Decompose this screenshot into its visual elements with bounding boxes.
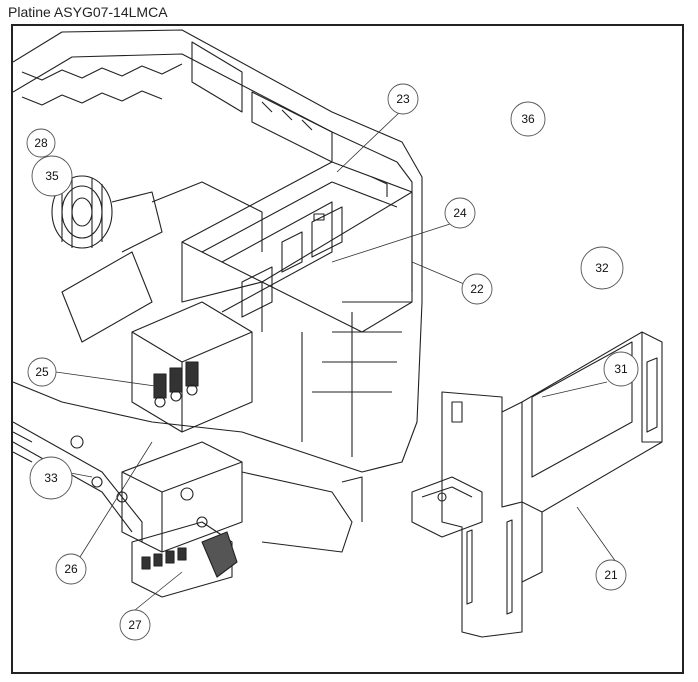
callout-27-label: 27 xyxy=(128,618,142,632)
callout-35 xyxy=(31,155,73,197)
callout-33-label: 33 xyxy=(44,471,58,485)
callout-23-label: 23 xyxy=(396,92,410,106)
callout-31-label: 31 xyxy=(614,362,628,376)
leader-lines xyxy=(55,109,617,611)
callout-36 xyxy=(510,101,546,137)
terminal-block xyxy=(131,301,253,433)
callout-21-label: 21 xyxy=(604,568,618,582)
mounting-bracket xyxy=(411,331,663,638)
callouts xyxy=(26,83,639,641)
callout-28 xyxy=(26,128,56,158)
diagram-frame: 23 36 28 35 24 32 22 25 31 33 26 21 27 xyxy=(11,24,684,674)
lower-bracket-assembly xyxy=(121,441,363,598)
callout-28-label: 28 xyxy=(34,136,48,150)
callout-26-label: 26 xyxy=(64,562,78,576)
callout-35-label: 35 xyxy=(45,169,59,183)
callout-22-label: 22 xyxy=(470,282,484,296)
chassis-body xyxy=(13,29,423,473)
callout-26 xyxy=(55,553,87,585)
callout-24 xyxy=(444,197,476,229)
control-box xyxy=(181,161,413,333)
callout-31 xyxy=(603,351,639,387)
callout-32 xyxy=(580,246,624,290)
callout-21 xyxy=(595,559,627,591)
callout-24-label: 24 xyxy=(453,206,467,220)
callout-27 xyxy=(119,609,151,641)
callout-33 xyxy=(29,456,73,500)
diagram-title: Platine ASYG07-14LMCA xyxy=(8,4,168,20)
exploded-parts-drawing: 23 36 28 35 24 32 22 25 31 33 26 21 27 xyxy=(13,29,663,641)
callout-22 xyxy=(461,273,493,305)
callout-23 xyxy=(387,83,419,115)
callout-25 xyxy=(27,357,57,387)
callout-32-label: 32 xyxy=(595,261,609,275)
callout-36-label: 36 xyxy=(521,112,535,126)
callout-25-label: 25 xyxy=(35,365,49,379)
fan-motor-assembly xyxy=(51,175,163,343)
